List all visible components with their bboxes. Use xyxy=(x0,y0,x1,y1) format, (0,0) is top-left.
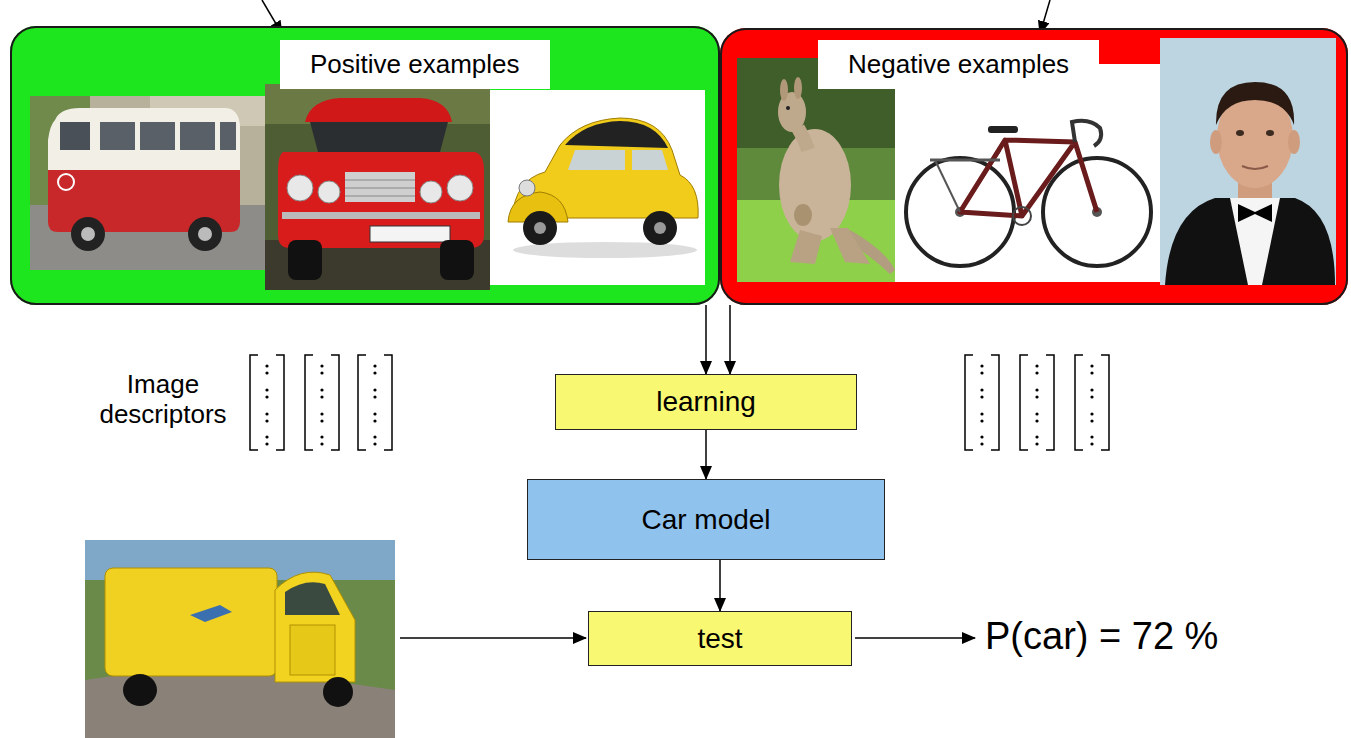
output-arrow xyxy=(855,637,975,639)
citroen-photo xyxy=(490,90,705,285)
kangaroo-photo xyxy=(737,58,895,282)
positive-panel-fill xyxy=(10,26,720,305)
descriptor-dots xyxy=(265,364,1093,445)
input-arrow xyxy=(400,637,586,639)
model-box: Car model xyxy=(527,479,885,560)
portrait-photo xyxy=(1160,38,1336,285)
connector-arrow xyxy=(706,305,707,374)
mini-photo xyxy=(265,84,490,290)
negative-panel-fill xyxy=(720,28,1348,305)
box-label: test xyxy=(697,623,742,655)
box-label: learning xyxy=(656,386,756,418)
van-photo xyxy=(30,96,265,270)
connector-line xyxy=(705,430,707,479)
descriptor-label: Image descriptors xyxy=(88,370,238,430)
box-label: Car model xyxy=(641,504,770,536)
connector-arrow xyxy=(720,560,721,611)
process-box: test xyxy=(588,611,852,666)
connector-line xyxy=(705,305,707,374)
test-photo xyxy=(85,540,395,738)
probability-label: P(car) = 72 % xyxy=(985,615,1218,659)
process-box: learning xyxy=(555,374,857,430)
connector-arrow xyxy=(730,305,731,374)
bicycle-photo xyxy=(895,64,1160,282)
connector-arrow xyxy=(706,430,707,479)
panel-heading: Negative examples xyxy=(818,40,1099,89)
example-panel: Positive examples xyxy=(10,26,720,305)
example-panel: Negative examples xyxy=(720,28,1348,305)
descriptor-vectors xyxy=(250,355,1109,450)
connector-line xyxy=(719,560,721,611)
connector-line xyxy=(729,305,731,374)
panel-heading: Positive examples xyxy=(280,40,550,89)
